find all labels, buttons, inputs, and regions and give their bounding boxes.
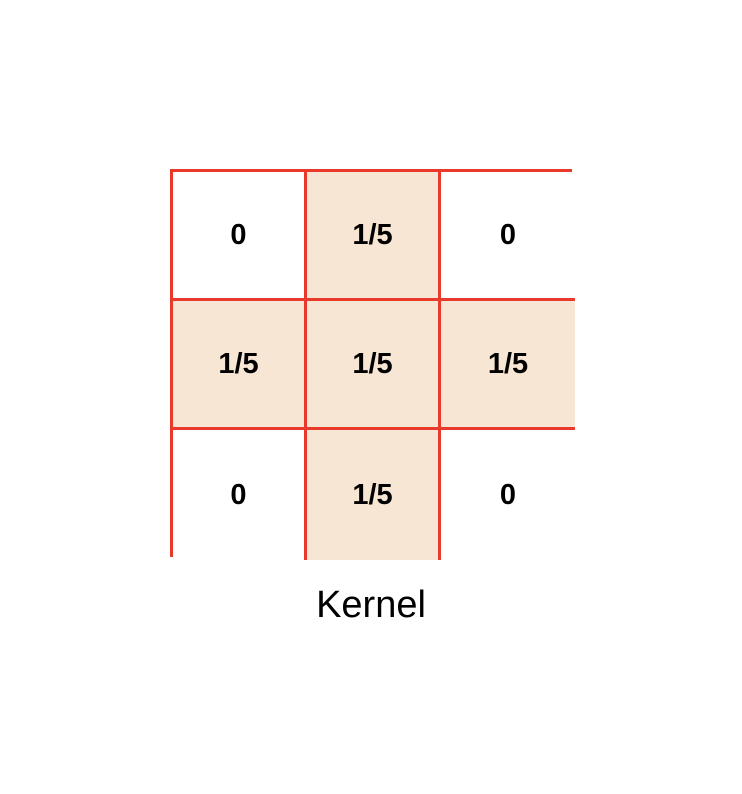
kernel-cell-0-1: 1/5 xyxy=(307,172,441,301)
kernel-cell-1-1: 1/5 xyxy=(307,301,441,430)
kernel-cell-1-0: 1/5 xyxy=(173,301,307,430)
kernel-grid: 0 1/5 0 1/5 1/5 1/5 0 1/5 0 xyxy=(170,169,575,560)
kernel-cell-0-2: 0 xyxy=(441,172,575,301)
kernel-caption: Kernel xyxy=(316,584,426,626)
kernel-cell-2-2: 0 xyxy=(441,430,575,560)
kernel-cell-2-0: 0 xyxy=(173,430,307,560)
kernel-cell-2-1: 1/5 xyxy=(307,430,441,560)
kernel-cell-1-2: 1/5 xyxy=(441,301,575,430)
kernel-cell-0-0: 0 xyxy=(173,172,307,301)
